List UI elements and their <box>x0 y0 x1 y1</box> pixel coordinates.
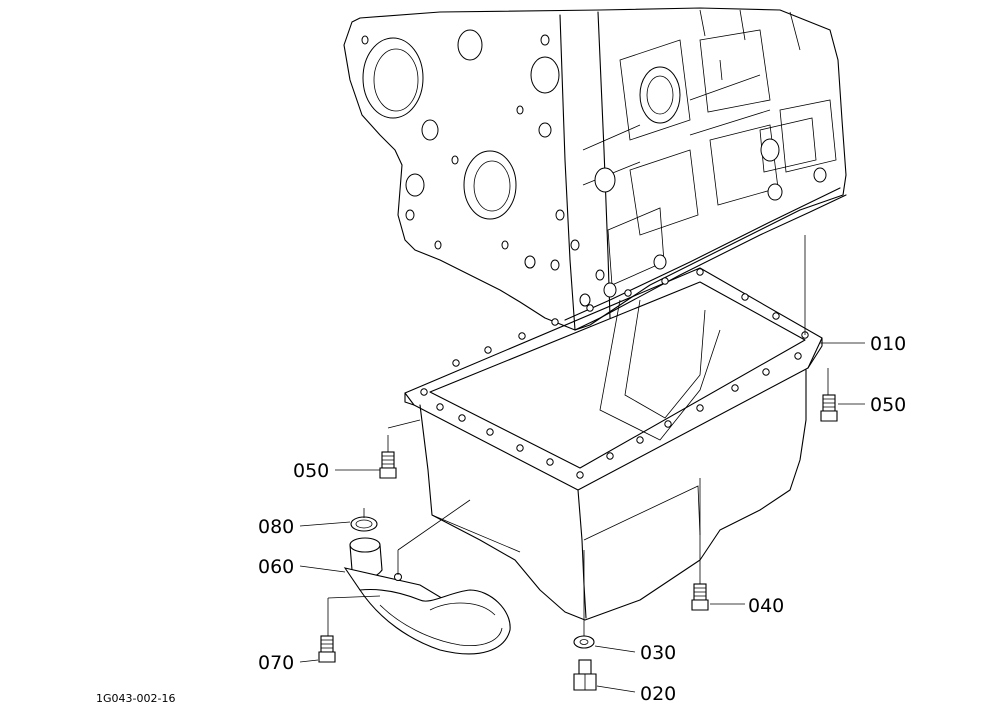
callout-030: 030 <box>640 642 676 664</box>
oil-strainer <box>343 537 511 655</box>
oil-pan <box>404 267 823 621</box>
callout-080: 080 <box>258 516 294 538</box>
leader-lines <box>299 235 865 693</box>
drain-washer <box>573 635 595 649</box>
bolt-070 <box>318 635 336 663</box>
bolt-050-left <box>379 451 397 479</box>
figure-id: 1G043-002-16 <box>96 692 175 705</box>
drain-plug <box>573 659 597 691</box>
callout-060: 060 <box>258 556 294 578</box>
callout-020: 020 <box>640 683 676 705</box>
callout-070: 070 <box>258 652 294 674</box>
callout-040: 040 <box>748 595 784 617</box>
callout-010: 010 <box>870 333 906 355</box>
bolt-040 <box>691 583 709 611</box>
bolt-050-right <box>820 394 838 422</box>
engine-block <box>343 7 847 331</box>
o-ring <box>350 516 378 532</box>
callout-050-right: 050 <box>870 394 906 416</box>
flange-bolt-holes <box>420 268 809 479</box>
callout-050-left: 050 <box>293 460 329 482</box>
